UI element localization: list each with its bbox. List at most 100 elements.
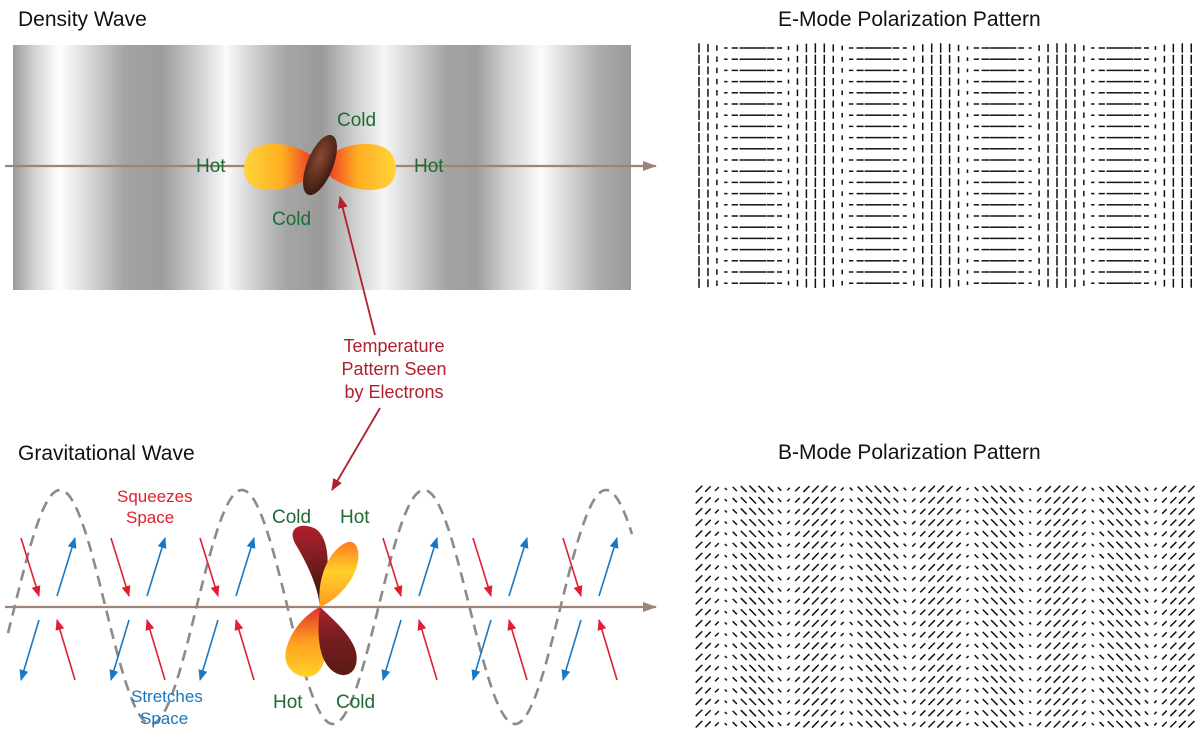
bmode-polarization-stick: [1036, 643, 1042, 649]
bmode-polarization-stick: [1018, 576, 1024, 582]
bmode-polarization-stick: [714, 553, 720, 559]
bmode-polarization-stick: [990, 664, 999, 672]
bmode-polarization-stick: [919, 530, 926, 537]
bmode-polarization-stick: [911, 509, 916, 514]
bmode-polarization-stick: [1099, 676, 1105, 683]
bmode-polarization-stick: [786, 632, 791, 637]
bmode-polarization-stick: [1028, 689, 1032, 693]
bmode-polarization-stick: [919, 564, 926, 571]
bmode-polarization-stick: [1008, 698, 1016, 706]
bmode-polarization-stick: [982, 530, 989, 538]
bmode-polarization-stick: [732, 687, 738, 694]
bmode-polarization-stick: [1169, 496, 1177, 504]
bmode-polarization-stick: [903, 509, 907, 514]
bmode-polarization-stick: [857, 486, 864, 492]
bmode-polarization-stick: [955, 654, 962, 660]
bmode-polarization-stick: [757, 630, 766, 639]
bmode-polarization-stick: [1053, 585, 1061, 594]
density-temperature-pattern: [244, 134, 396, 196]
bmode-polarization-stick: [903, 643, 907, 648]
bmode-polarization-stick: [936, 485, 945, 493]
bmode-polarization-stick: [1071, 519, 1079, 526]
bmode-polarization-stick: [893, 486, 899, 492]
bmode-polarization-stick: [1178, 630, 1187, 639]
bmode-polarization-stick: [903, 722, 907, 727]
bmode-polarization-stick: [874, 518, 882, 527]
bmode-polarization-stick: [1081, 486, 1087, 492]
bmode-polarization-stick: [732, 665, 738, 671]
bmode-polarization-stick: [1008, 620, 1016, 627]
stretch-arrow: [471, 619, 492, 681]
bmode-polarization-stick: [857, 609, 864, 616]
bmode-polarization-stick: [811, 552, 820, 561]
bmode-polarization-stick: [840, 486, 845, 492]
bmode-polarization-stick: [1161, 698, 1168, 705]
bmode-polarization-stick: [1053, 485, 1061, 493]
bmode-polarization-stick: [830, 698, 837, 705]
bmode-polarization-stick: [732, 643, 738, 649]
bmode-polarization-stick: [874, 630, 882, 639]
bmode-polarization-stick: [1153, 677, 1158, 682]
bmode-polarization-stick: [840, 621, 845, 626]
bmode-polarization-stick: [1169, 519, 1177, 527]
gravitational-wave-title: Gravitational Wave: [18, 442, 195, 465]
bmode-polarization-stick: [1124, 507, 1133, 516]
bmode-polarization-stick: [777, 643, 782, 649]
bmode-polarization-stick: [1008, 519, 1016, 526]
squeeze-arrow: [562, 537, 583, 597]
bmode-polarization-stick: [1161, 620, 1168, 627]
bmode-polarization-stick: [1081, 542, 1087, 548]
bmode-polarization-stick: [1081, 609, 1087, 615]
bmode-polarization-stick: [965, 487, 970, 491]
bmode-polarization-stick: [1044, 687, 1052, 694]
bmode-polarization-stick: [849, 621, 854, 626]
bmode-polarization-stick: [714, 665, 720, 671]
bmode-polarization-stick: [802, 687, 810, 695]
bmode-polarization-stick: [1091, 554, 1095, 558]
bmode-polarization-stick: [740, 619, 748, 627]
bmode-polarization-stick: [695, 496, 703, 505]
bmode-polarization-stick: [786, 532, 791, 536]
bmode-polarization-stick: [965, 588, 970, 592]
bmode-polarization-stick: [936, 574, 945, 583]
bmode-polarization-stick: [982, 608, 989, 616]
bmode-polarization-stick: [1153, 588, 1158, 592]
bmode-polarization-stick: [893, 564, 899, 571]
bmode-polarization-stick: [732, 519, 738, 526]
bmode-polarization-stick: [748, 541, 757, 549]
bmode-polarization-stick: [955, 486, 962, 492]
bmode-polarization-stick: [714, 721, 720, 727]
bmode-polarization-stick: [936, 608, 945, 617]
bmode-polarization-stick: [1169, 653, 1177, 661]
bmode-polarization-stick: [695, 608, 703, 617]
bmode-polarization-stick: [1107, 675, 1115, 683]
bmode-polarization-stick: [1028, 487, 1032, 491]
bmode-polarization-stick: [748, 496, 757, 505]
bmode-polarization-stick: [740, 530, 748, 538]
bmode-polarization-stick: [1178, 541, 1187, 549]
bmode-polarization-stick: [1062, 720, 1070, 729]
bmode-polarization-stick: [1107, 597, 1115, 605]
bmode-polarization-stick: [946, 496, 954, 504]
bmode-polarization-stick: [936, 541, 945, 549]
bmode-polarization-stick: [1099, 508, 1105, 515]
bmode-polarization-stick: [849, 587, 854, 592]
bmode-polarization-stick: [936, 585, 945, 594]
bmode-polarization-stick: [874, 574, 882, 583]
bmode-polarization-stick: [767, 609, 774, 616]
bmode-polarization-stick: [1044, 709, 1052, 717]
density-wave-title: Density Wave: [18, 8, 147, 31]
bmode-polarization-stick: [1081, 632, 1087, 637]
cold-lobes: [303, 134, 337, 196]
bmode-polarization-stick: [1161, 497, 1168, 504]
bmode-polarization-stick: [724, 498, 728, 502]
bmode-polarization-stick: [1161, 598, 1168, 604]
stretches-label-line-1: Stretches: [131, 687, 203, 706]
bmode-polarization-stick: [748, 630, 757, 639]
bmode-polarization-stick: [1153, 610, 1158, 614]
bmode-polarization-stick: [1161, 654, 1168, 660]
bmode-polarization-stick: [936, 630, 945, 639]
stretch-arrow: [381, 619, 402, 681]
bmode-polarization-stick: [1107, 552, 1115, 560]
bmode-polarization-stick: [802, 631, 810, 639]
